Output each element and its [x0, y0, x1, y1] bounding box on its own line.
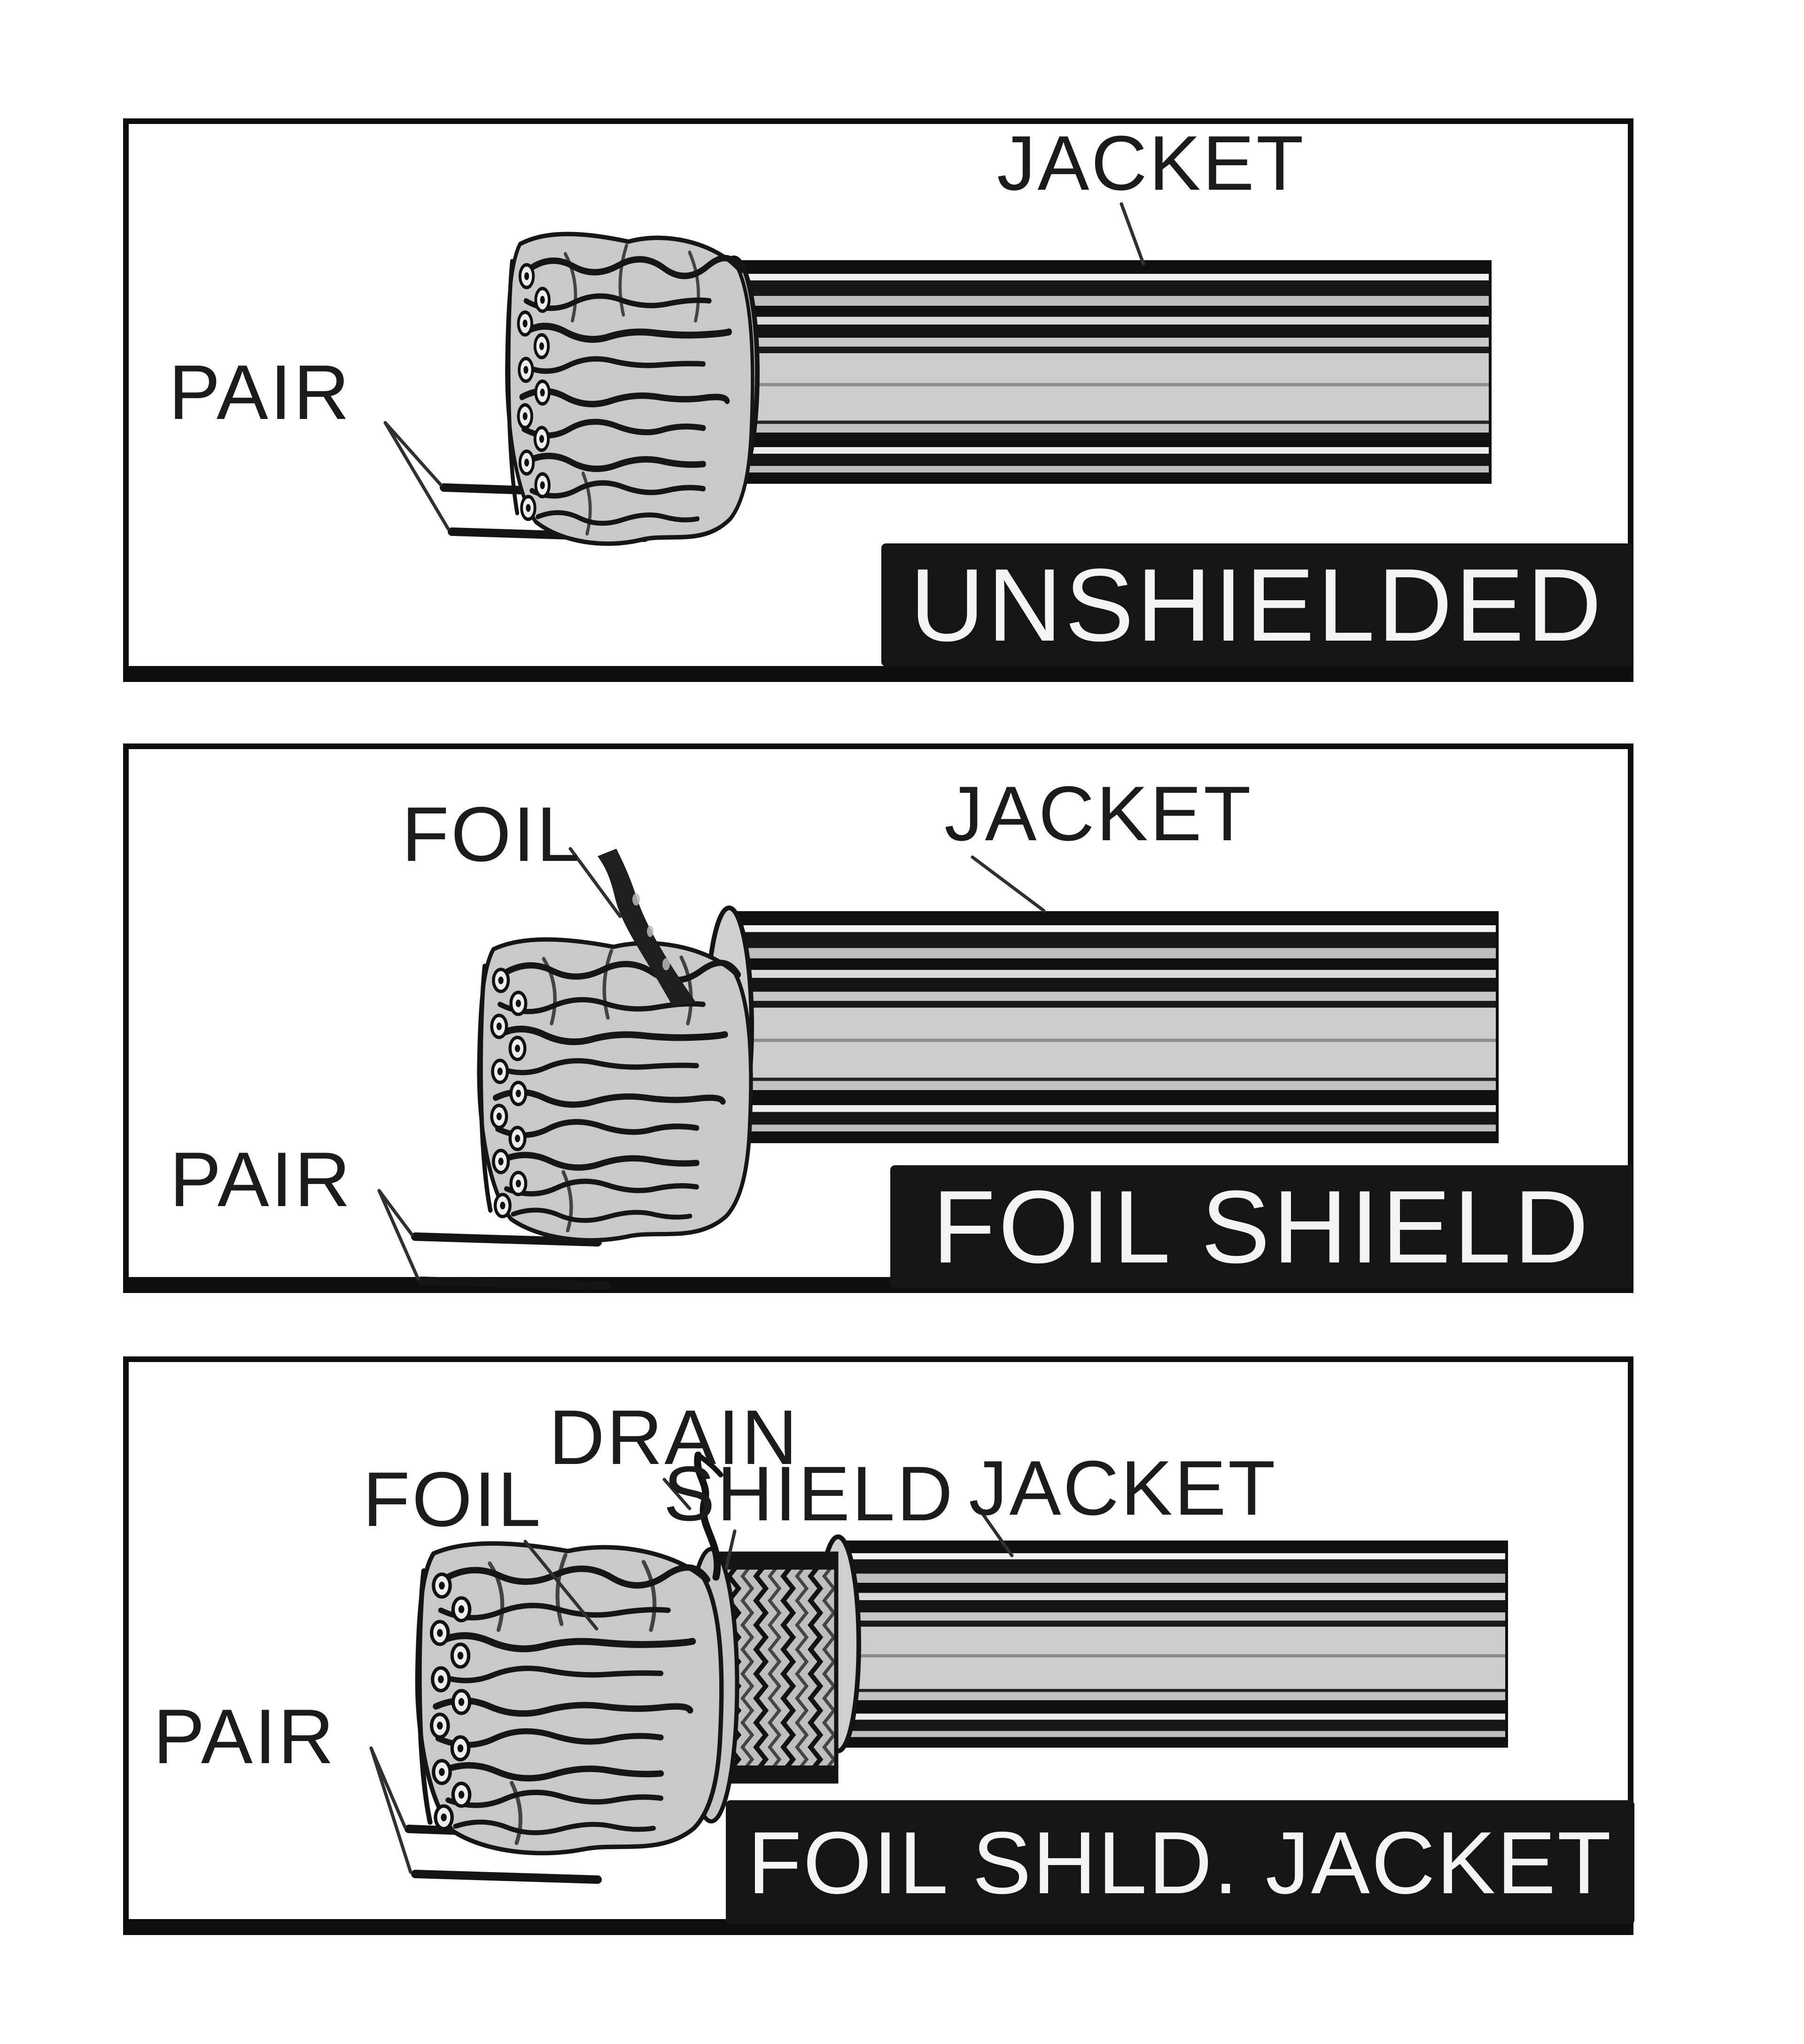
leader-lines	[369, 1478, 1014, 1874]
label-jacket: JACKET	[997, 120, 1306, 206]
leader-lines	[377, 847, 1046, 1281]
panel-foil-shield: FOIL JACKET PAIR FOIL SHIELD	[123, 743, 1633, 1293]
panel-foil-shld-jacket: FOIL DRAIN SHIELD JACKET PAIR FOIL SHLD.…	[123, 1356, 1634, 1935]
panel-border-bottom	[127, 666, 1630, 676]
label-pair: PAIR	[170, 1136, 352, 1223]
label-jacket: JACKET	[944, 770, 1253, 857]
badge-foil-shield: FOIL SHIELD	[890, 1165, 1633, 1288]
badge-foil-shld-jacket: FOIL SHLD. JACKET	[726, 1800, 1634, 1925]
badge-unshielded: UNSHIELDED	[881, 543, 1633, 666]
leader-lines	[383, 202, 1145, 531]
label-shield: SHIELD	[663, 1450, 955, 1537]
label-pair: PAIR	[153, 1693, 336, 1780]
cable-jacket	[730, 260, 1492, 484]
label-foil: FOIL	[363, 1456, 543, 1542]
label-drain: DRAIN	[549, 1394, 800, 1480]
panel-unshielded: JACKET PAIR UNSHIELDED	[123, 118, 1633, 682]
drain-wire	[694, 1451, 723, 1581]
cable-jacket	[834, 1541, 1508, 1748]
pair-wires	[411, 1232, 611, 1290]
twisted-pair-bundle	[507, 234, 753, 543]
cable-drawing-unshielded	[123, 118, 1633, 682]
twisted-pair-bundle	[417, 1543, 721, 1853]
twisted-pair-bundle	[479, 939, 751, 1240]
label-pair: PAIR	[169, 349, 351, 435]
foil-strip	[598, 849, 696, 1007]
label-jacket: JACKET	[969, 1445, 1277, 1531]
cable-jacket	[725, 911, 1499, 1143]
label-foil: FOIL	[402, 791, 582, 877]
